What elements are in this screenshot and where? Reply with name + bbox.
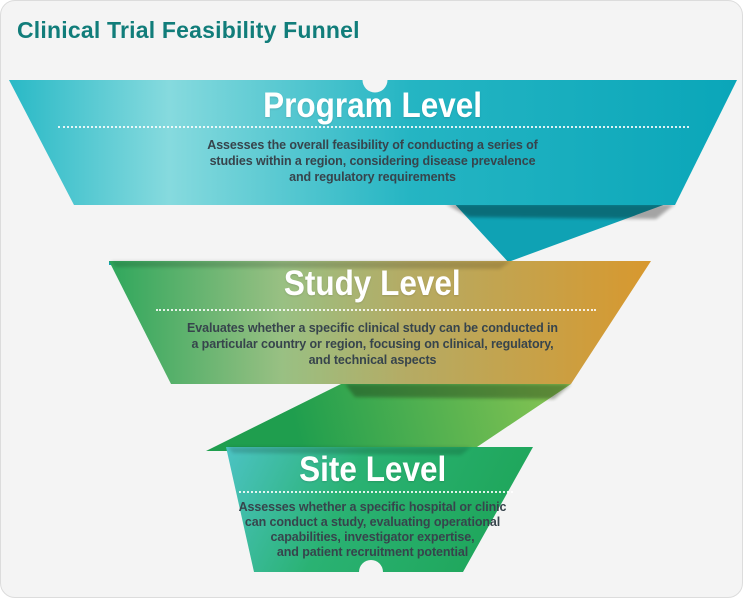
site-level-divider	[239, 491, 513, 493]
site-level-heading-text: Site Level	[298, 450, 447, 489]
ribbon-study-to-site	[206, 384, 571, 451]
study-level-heading: Study Level	[1, 264, 742, 303]
site-level-description: Assesses whether a specific hospital or …	[238, 500, 507, 559]
study-level-heading-text: Study Level	[284, 264, 461, 303]
page-title: Clinical Trial Feasibility Funnel	[17, 17, 360, 43]
program-level-heading: Program Level	[1, 86, 742, 125]
site-level-shape	[226, 447, 533, 572]
shadow-under-study-level	[345, 384, 571, 399]
site-bottom-notch-cutout	[359, 560, 383, 584]
study-level-divider	[156, 309, 596, 311]
study-level-description: Evaluates whether a specific clinical st…	[187, 321, 558, 367]
shadow-on-site-top	[228, 447, 471, 455]
site-level-heading: Site Level	[1, 450, 742, 489]
program-top-notch-cutout	[362, 67, 388, 93]
program-level-description: Assesses the overall feasibility of cond…	[207, 138, 538, 184]
program-level-shape	[9, 80, 737, 205]
study-level-shape	[109, 261, 651, 384]
shadow-on-study-top	[111, 261, 511, 269]
shadow-under-program-level	[446, 204, 675, 219]
program-level-divider	[58, 126, 689, 128]
program-level-heading-text: Program Level	[263, 86, 482, 125]
